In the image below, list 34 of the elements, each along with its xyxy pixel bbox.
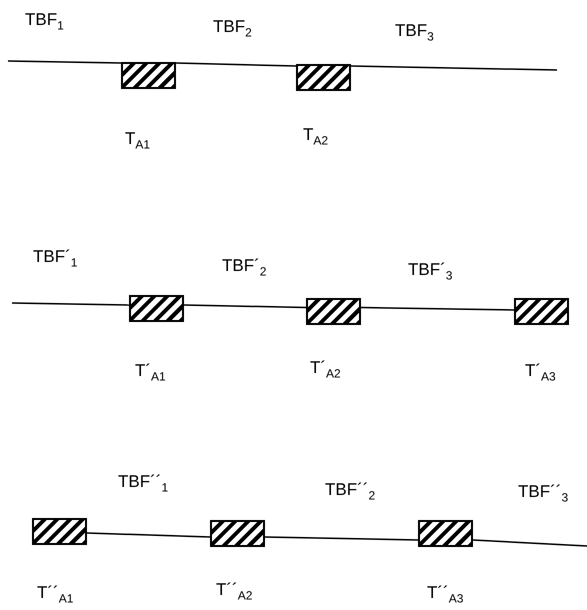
hatched-bar	[418, 520, 473, 547]
hatched-bar	[121, 62, 176, 89]
interval-label: TBF´$_{2}$	[222, 256, 266, 279]
interval-label: TBF´´$_{1}$	[118, 472, 168, 495]
timeline-line	[350, 65, 558, 71]
hatched-bar	[210, 520, 265, 547]
interval-label: T´$_{A1}$	[135, 361, 166, 384]
interval-label: TBF$_{2}$	[213, 17, 252, 40]
interval-label: T´´$_{A2}$	[216, 580, 252, 603]
timeline-line	[264, 536, 418, 541]
hatched-bar	[32, 518, 87, 545]
timeline-line	[8, 60, 122, 64]
interval-label: TBF´´$_{2}$	[325, 480, 376, 503]
interval-label: T$_{A2}$	[303, 125, 328, 148]
interval-label: TBF$_{3}$	[395, 21, 434, 44]
timeline-line	[86, 532, 210, 538]
timeline-line	[360, 306, 514, 311]
interval-label: T´´$_{A1}$	[37, 583, 74, 606]
interval-label: TBF´$_{1}$	[33, 247, 78, 270]
timeline-line	[472, 539, 587, 547]
hatched-bar	[129, 295, 184, 322]
interval-label: TBF´´$_{3}$	[518, 482, 568, 505]
interval-label: T$_{A1}$	[125, 129, 150, 152]
hatched-bar	[514, 298, 569, 325]
timeline-line	[176, 62, 296, 67]
interval-label: TBF$_{1}$	[25, 10, 64, 33]
interval-label: T´$_{A2}$	[310, 358, 341, 381]
hatched-bar	[296, 64, 351, 91]
timeline-line	[12, 302, 130, 306]
interval-label: T´´$_{A3}$	[427, 583, 464, 606]
interval-label: TBF´$_{3}$	[408, 260, 452, 283]
interval-label: T´$_{A3}$	[525, 361, 556, 384]
timeline-line	[184, 304, 306, 308]
hatched-bar	[306, 298, 361, 325]
